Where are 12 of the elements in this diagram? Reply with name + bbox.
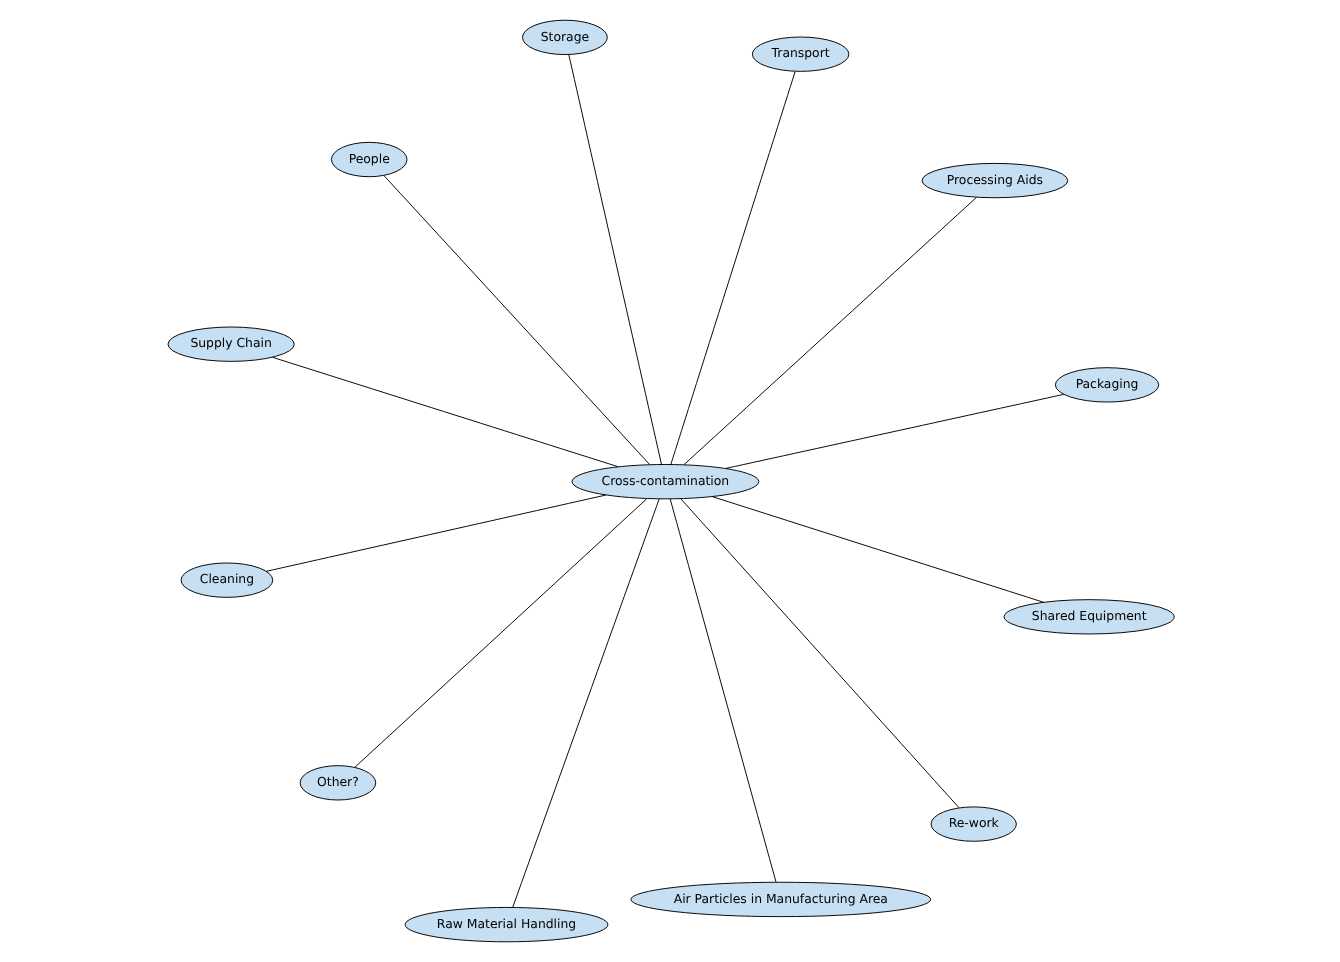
- connector: [669, 71, 795, 465]
- connector: [710, 496, 1044, 603]
- connector: [679, 498, 959, 809]
- connector: [724, 393, 1064, 469]
- connector: [382, 174, 649, 465]
- connector: [264, 494, 606, 572]
- connector: [567, 54, 661, 465]
- connector: [682, 196, 976, 466]
- connector: [668, 498, 776, 883]
- connector: [353, 498, 647, 768]
- connector: [511, 498, 659, 908]
- connector: [271, 356, 618, 468]
